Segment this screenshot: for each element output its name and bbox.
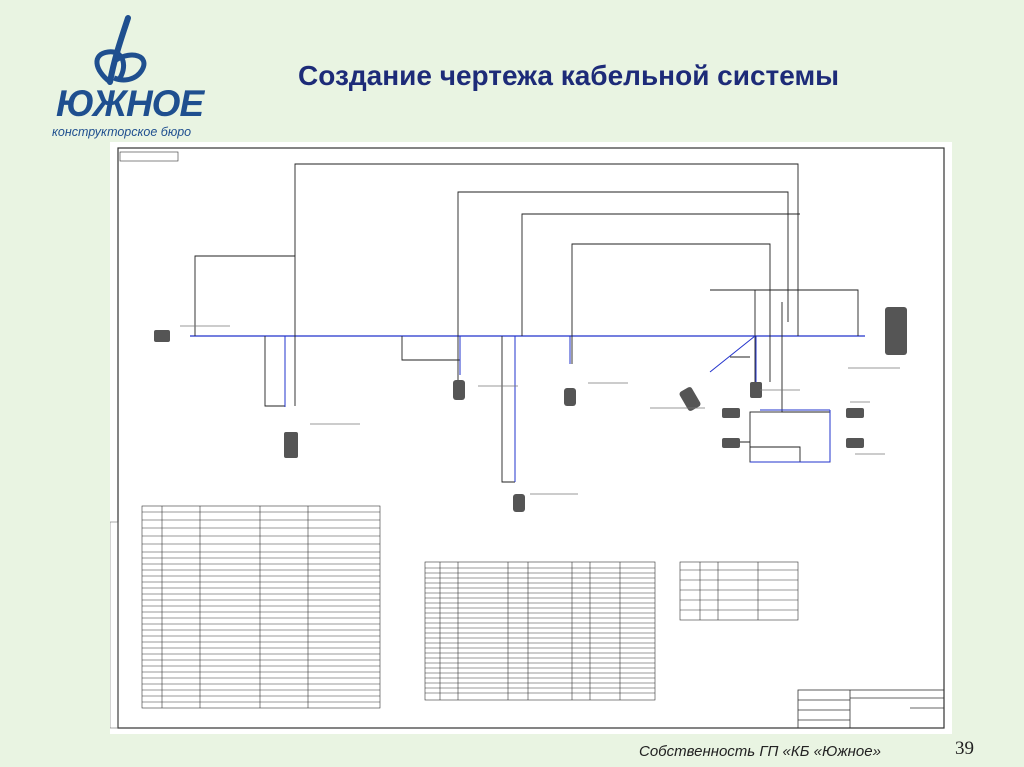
connector-p7 — [750, 382, 762, 398]
connector-p3 — [453, 380, 465, 400]
connector-p2 — [284, 432, 298, 458]
margin-strip — [110, 521, 119, 729]
footer-ownership: Собственность ГП «КБ «Южное» — [639, 743, 881, 760]
connector-p11 — [846, 438, 864, 448]
connector-p10 — [846, 408, 864, 418]
company-logo-icon — [94, 15, 147, 85]
connectors — [154, 307, 907, 512]
connector-main — [885, 307, 907, 355]
cable-system-drawing — [110, 142, 952, 734]
connector-p9 — [722, 438, 740, 448]
sheet-code-box — [119, 151, 179, 162]
connector-p6 — [679, 387, 701, 411]
slide-title: Создание чертежа кабельной системы — [298, 60, 840, 91]
logo-subtitle: конструкторское бюро — [52, 125, 192, 139]
left-table — [141, 505, 381, 709]
connector-p1 — [154, 330, 170, 342]
drawing-canvas — [110, 147, 945, 729]
local-blue-routes — [284, 335, 831, 482]
drawing-frame — [117, 147, 945, 729]
right-table — [679, 561, 799, 621]
page-number: 39 — [955, 738, 974, 759]
label-strokes — [180, 325, 900, 495]
connector-p5 — [513, 494, 525, 512]
middle-table — [424, 561, 656, 701]
connector-p8 — [722, 408, 740, 418]
logo-wordmark: ЮЖНОЕ — [56, 83, 204, 124]
title-block — [797, 689, 945, 729]
connector-p4 — [564, 388, 576, 406]
